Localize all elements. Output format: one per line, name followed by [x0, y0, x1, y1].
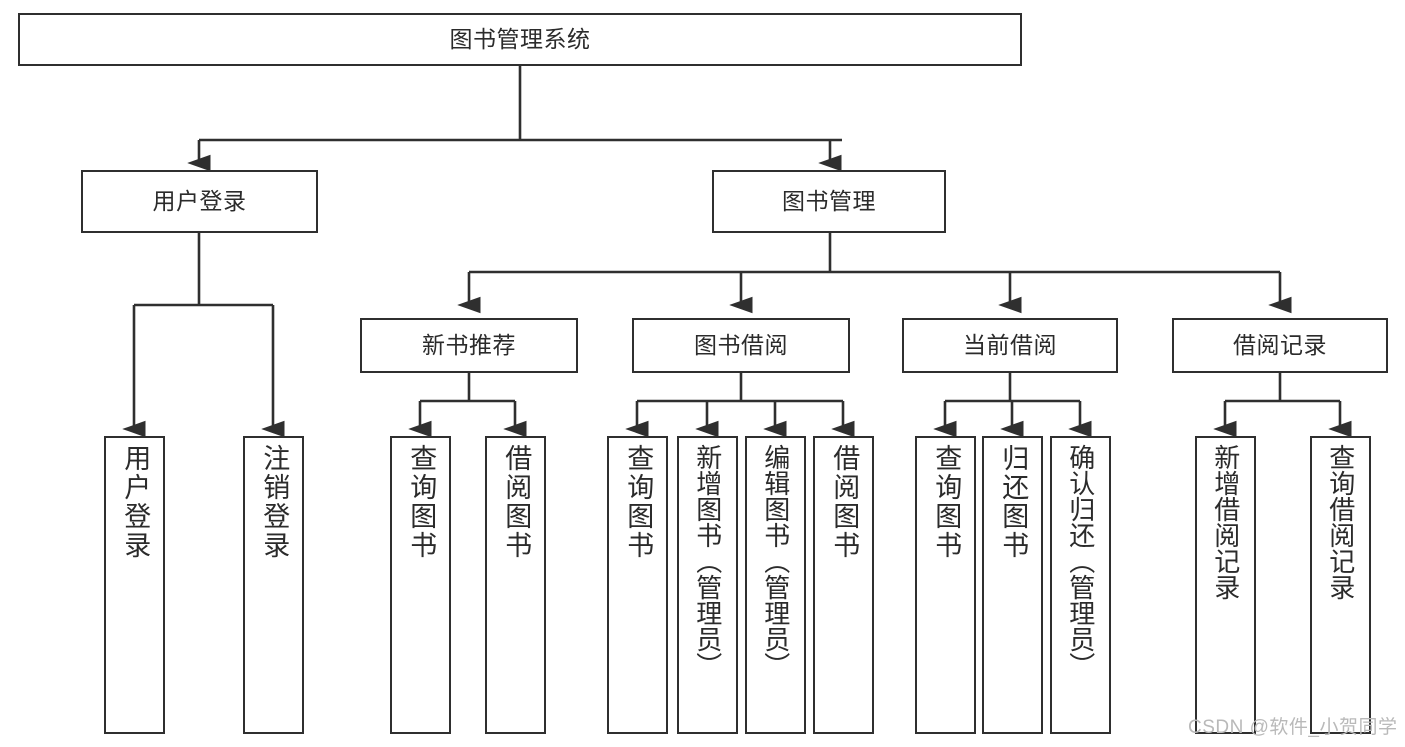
node-label: 归还图书	[998, 444, 1029, 560]
leaf-borrow-book-borrow[interactable]: 借阅图书	[813, 436, 874, 734]
leaf-query-book-new-recommend[interactable]: 查询图书	[390, 436, 451, 734]
node-book-borrow[interactable]: 图书借阅	[632, 318, 850, 373]
node-label: 借阅图书	[829, 444, 860, 560]
leaf-add-borrow-record[interactable]: 新增借阅记录	[1195, 436, 1256, 734]
node-label: 借阅图书	[501, 444, 532, 560]
leaf-query-borrow-record[interactable]: 查询借阅记录	[1310, 436, 1371, 734]
node-user-login[interactable]: 用户登录	[81, 170, 318, 233]
leaf-edit-book[interactable]: 编辑图书（管理员）	[745, 436, 806, 734]
leaf-borrow-book-new-recommend[interactable]: 借阅图书	[485, 436, 546, 734]
leaf-return-book[interactable]: 归还图书	[982, 436, 1043, 734]
node-label: 查询图书	[623, 444, 654, 560]
leaf-add-book[interactable]: 新增图书（管理员）	[677, 436, 738, 734]
node-label: 图书管理系统	[449, 25, 591, 52]
node-label: 查询图书	[931, 444, 962, 560]
node-root-system[interactable]: 图书管理系统	[18, 13, 1022, 66]
node-label: 图书借阅	[694, 331, 788, 358]
node-label: 新增借阅记录	[1210, 444, 1241, 600]
node-label: 查询图书	[406, 444, 437, 560]
leaf-confirm-return[interactable]: 确认归还（管理员）	[1050, 436, 1111, 734]
node-label: 新书推荐	[422, 331, 516, 358]
node-label: 用户登录	[120, 444, 151, 560]
node-label: 当前借阅	[963, 331, 1057, 358]
leaf-query-book-current[interactable]: 查询图书	[915, 436, 976, 734]
node-label: 图书管理	[782, 187, 876, 214]
leaf-query-book-borrow[interactable]: 查询图书	[607, 436, 668, 734]
node-label: 用户登录	[152, 187, 247, 214]
node-new-book-recommend[interactable]: 新书推荐	[360, 318, 578, 373]
node-label: 确认归还（管理员）	[1065, 444, 1096, 678]
node-label: 新增图书（管理员）	[692, 444, 723, 678]
node-label: 借阅记录	[1233, 331, 1327, 358]
leaf-logout-login[interactable]: 注销登录	[243, 436, 304, 734]
node-current-borrow[interactable]: 当前借阅	[902, 318, 1118, 373]
node-borrow-record[interactable]: 借阅记录	[1172, 318, 1388, 373]
node-label: 查询借阅记录	[1325, 444, 1356, 600]
leaf-user-login[interactable]: 用户登录	[104, 436, 165, 734]
node-label: 注销登录	[259, 444, 290, 560]
node-book-management[interactable]: 图书管理	[712, 170, 946, 233]
node-label: 编辑图书（管理员）	[760, 444, 791, 678]
watermark-text: CSDN @软件_小贺同学	[1188, 717, 1398, 738]
